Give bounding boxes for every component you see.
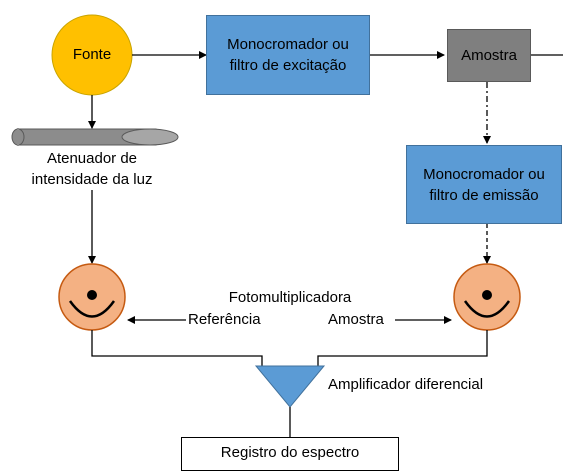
sample-box-label: Amostra (461, 47, 517, 64)
photomultiplier-title: Fotomultiplicadora (228, 289, 352, 306)
spectrum-recorder-label: Registro do espectro (220, 444, 360, 461)
emission-monochromator-label: Monocromador ou filtro de emissão (423, 165, 545, 204)
reference-signal-wire (91, 330, 263, 366)
differential-amplifier (254, 365, 326, 408)
reference-label: Referência (188, 311, 261, 328)
sample-box: Amostra (447, 29, 531, 82)
amplifier-label: Amplificador diferencial (328, 376, 484, 393)
spectrum-recorder: Registro do espectro (181, 437, 399, 471)
excitation-monochromator: Monocromador ou filtro de excitação (206, 15, 370, 95)
sample-detector-label: Amostra (328, 311, 384, 328)
attenuator-label: Atenuador de intensidade da luz (31, 150, 153, 188)
reference-detector (58, 263, 126, 331)
sample-detector (453, 263, 521, 331)
excitation-monochromator-label: Monocromador ou filtro de excitação (227, 36, 349, 74)
sample-signal-wire (317, 330, 488, 366)
emission-monochromator: Monocromador ou filtro de emissão (406, 145, 562, 224)
attenuator-cylinder (11, 128, 179, 146)
source-label: Fonte (72, 46, 112, 63)
